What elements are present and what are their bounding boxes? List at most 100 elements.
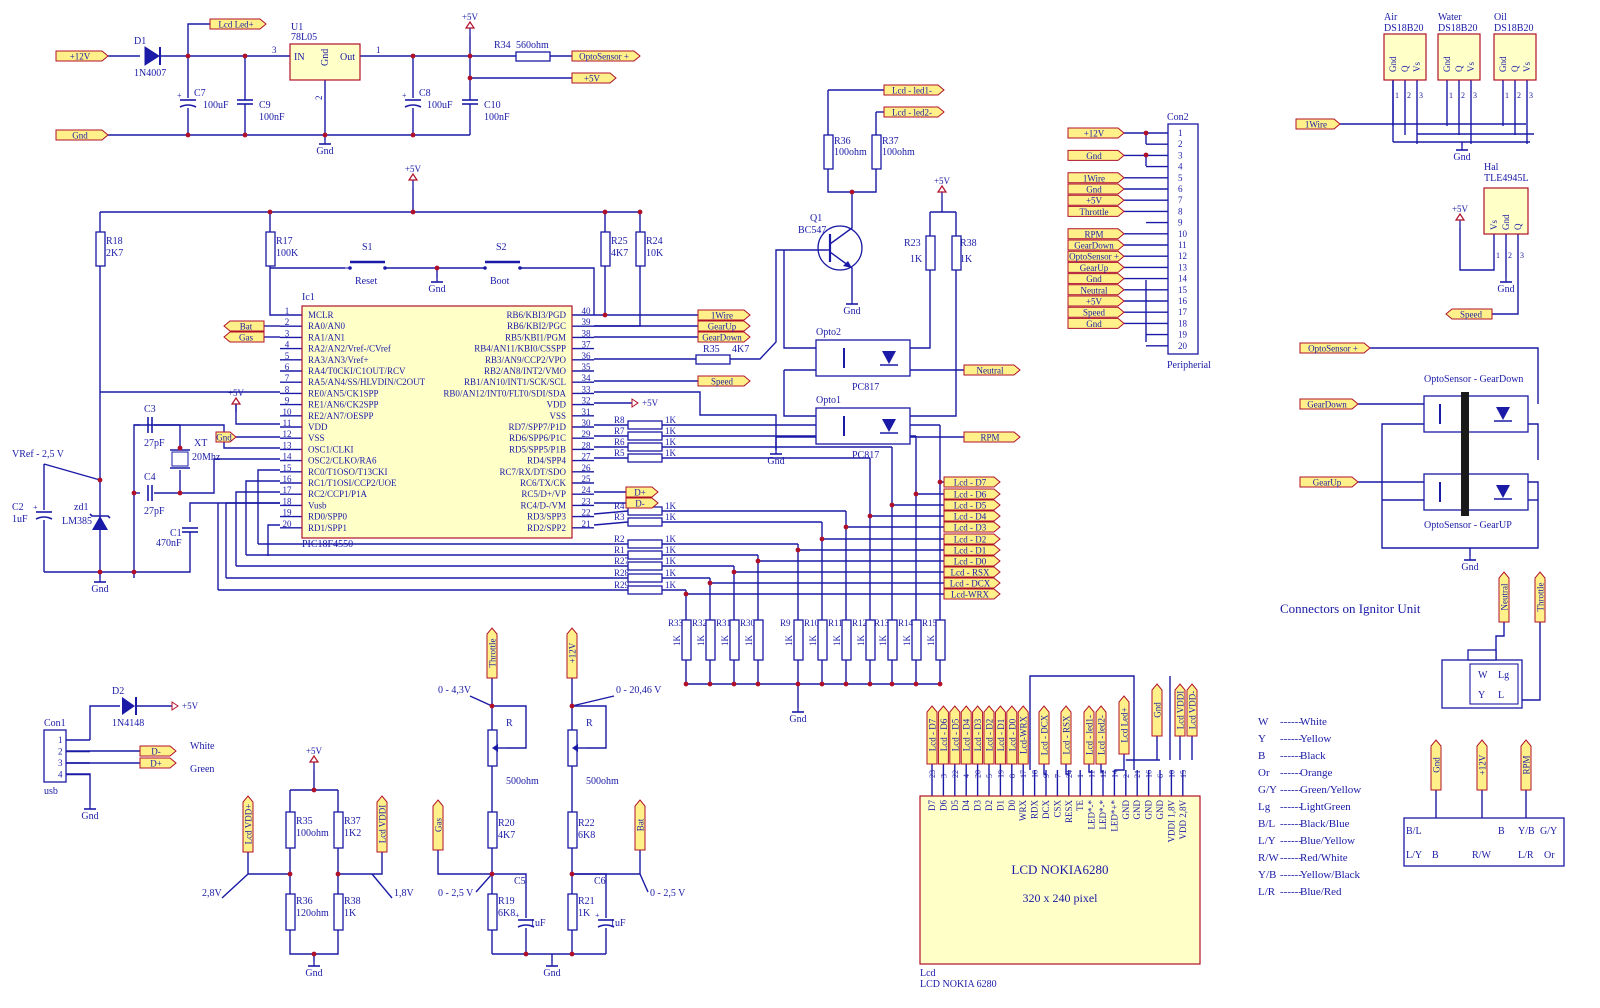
port-lcd-top-4 [972, 705, 984, 765]
port-label: 1Wire [1305, 120, 1327, 130]
label-text: 120ohm [296, 908, 329, 919]
supply-arrow-icon [230, 396, 242, 405]
label-text: 2 [314, 96, 324, 101]
wire [910, 270, 957, 417]
junction-dot [185, 53, 191, 59]
port-geardown-gear [1299, 398, 1359, 410]
label-text: 0 - 20,46 V [616, 685, 662, 696]
legend-dash: ------ [1280, 801, 1302, 813]
label-text: IN [294, 52, 305, 63]
port-label: Lcd - D2 [985, 719, 995, 752]
ground-label: Gnd [316, 146, 333, 157]
label-text: 3 [58, 758, 63, 768]
port-con2-16 [1067, 295, 1125, 307]
junction-dot [913, 491, 919, 497]
label-text: 23 [582, 496, 592, 506]
label-text: Or [1544, 850, 1555, 861]
label-text: RC4/D-/VM [520, 500, 566, 510]
label-text: 14 [1178, 274, 1188, 284]
label-text: R38 [344, 896, 361, 907]
polarity-plus-icon: + [595, 911, 600, 920]
resistor-r36 [823, 134, 834, 170]
port-label: RPM [1522, 755, 1532, 774]
port-lcd-7 [943, 555, 1001, 567]
junction-dot [410, 132, 416, 138]
port-gnd [55, 129, 109, 141]
label-text: 40 [582, 306, 592, 316]
ground-label: Gnd [543, 968, 560, 979]
wire [267, 524, 280, 556]
port-label: D+ [150, 759, 162, 769]
port-label: Lcd VDD+ [244, 804, 254, 845]
label-text: D2 [112, 686, 124, 697]
label-text: S1 [362, 242, 373, 253]
wire [475, 873, 493, 893]
port-label: Lcd - led2- [1097, 715, 1107, 755]
label-text: RD4/SPP4 [527, 456, 567, 466]
label-text: 1 [1178, 128, 1183, 138]
ignitor-connector-key [1467, 649, 1497, 661]
port-label: +12V [70, 52, 91, 62]
wire [1088, 764, 1092, 773]
label-text: 20 [283, 519, 293, 529]
port-label: Lcd - D0 [1007, 718, 1017, 751]
label-text: Vs [1489, 220, 1499, 230]
port-con2-5 [1067, 172, 1125, 184]
port-label: GearDown [702, 333, 742, 343]
label-text: 17 [283, 485, 293, 495]
label-text: 6 [285, 362, 290, 372]
resistor-r30 [753, 619, 764, 661]
label-text: 1 [1496, 251, 1500, 260]
port-label: OptoSensor + [1308, 344, 1358, 354]
label-text: Gnd [1501, 214, 1511, 230]
label-text: C7 [194, 88, 206, 99]
label-text: DS18B20 [1438, 23, 1477, 34]
label-text: 2,8V [202, 888, 223, 899]
resistor-r1 [627, 550, 663, 560]
label-text: 13 [1178, 262, 1188, 272]
label-text: DCX [1041, 800, 1051, 820]
wire [572, 705, 607, 749]
junction-dot [410, 209, 416, 215]
port-label: Speed [711, 377, 733, 387]
label-text: 1N4148 [112, 718, 144, 729]
label-text: 24 [582, 485, 592, 495]
label-text: VDD [547, 400, 567, 410]
wire [257, 469, 280, 544]
junction-dot [311, 787, 317, 793]
port-label: Lcd-WRX [1019, 716, 1029, 754]
port-lcd-vdd-plus [242, 795, 254, 853]
label-text: RA0/AN0 [308, 321, 346, 331]
port-lcd-top-2 [949, 705, 961, 765]
port-label: Lcd - D6 [939, 718, 949, 751]
label-text: RC7/RX/DT/SDO [499, 467, 566, 477]
label-text: RD7/SPP7/P1D [508, 422, 566, 432]
port-lcd-10 [943, 588, 1001, 600]
label-text: GND [1144, 800, 1154, 820]
label-text: RB5/KBI1/PGM [505, 332, 566, 342]
label-text: 11 [1178, 240, 1187, 250]
label-text: 2 [285, 317, 290, 327]
legend-dash: ------ [1280, 818, 1302, 830]
label-text: DS18B20 [1384, 23, 1423, 34]
junction-dot [755, 558, 761, 564]
resistor-r23 [925, 235, 936, 271]
lcd-nokia6280 [919, 795, 1201, 965]
wire [437, 850, 492, 875]
port-label: Lcd Led+ [1120, 707, 1130, 742]
port-label: D- [635, 499, 645, 509]
label-text: 470nF [156, 538, 182, 549]
label-text: RC5/D+/VP [521, 489, 566, 499]
label-text: 2 [1461, 91, 1465, 100]
label-text: 22 [951, 770, 960, 778]
legend-dash: ------ [1280, 869, 1302, 881]
label-text: RB0/AN12/INT0/FLT0/SDI/SDA [443, 388, 566, 398]
label-text: Out [340, 52, 355, 63]
wire [1114, 754, 1125, 771]
label-text: C2 [12, 502, 24, 513]
resistor-r35 [695, 354, 731, 365]
label-text: 7 [1053, 774, 1062, 778]
wire [269, 266, 280, 316]
supply-label: +5V [934, 176, 951, 186]
junction-dot [937, 479, 943, 485]
